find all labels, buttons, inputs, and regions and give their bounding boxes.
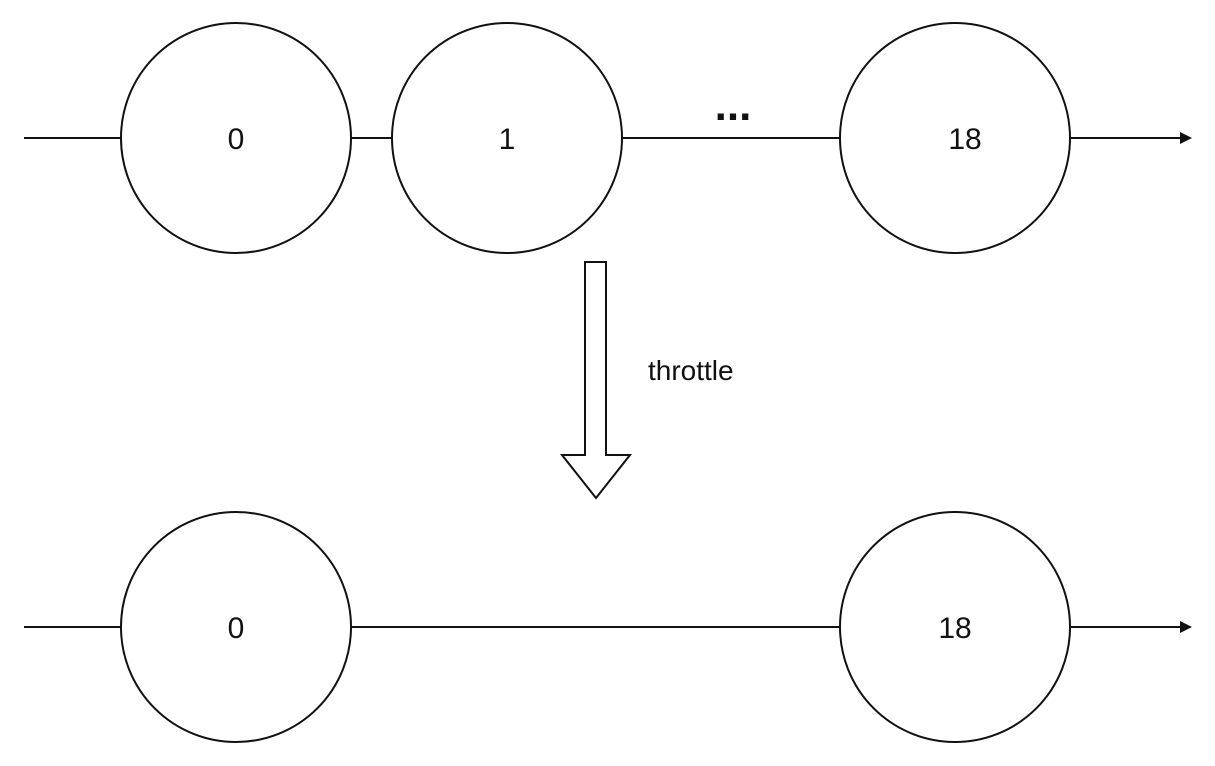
marble-label: 18 <box>938 612 971 645</box>
down-arrow-icon <box>559 261 633 500</box>
marble-0: 0 <box>120 22 352 254</box>
marble-1: 1 <box>391 22 623 254</box>
ellipsis: ... <box>715 81 752 130</box>
marble-label: 0 <box>228 612 245 645</box>
marble-0: 0 <box>120 511 352 743</box>
result-stream: 0 18 <box>24 511 1192 743</box>
marble-18: 18 <box>839 22 1071 254</box>
marble-label: 0 <box>228 123 245 156</box>
source-stream: 0 1 ... 18 <box>24 22 1192 254</box>
operator: throttle <box>559 261 734 500</box>
marble-label: 1 <box>499 123 516 156</box>
operator-label: throttle <box>648 355 734 386</box>
marble-18: 18 <box>839 511 1071 743</box>
marble-label: 18 <box>948 123 981 156</box>
